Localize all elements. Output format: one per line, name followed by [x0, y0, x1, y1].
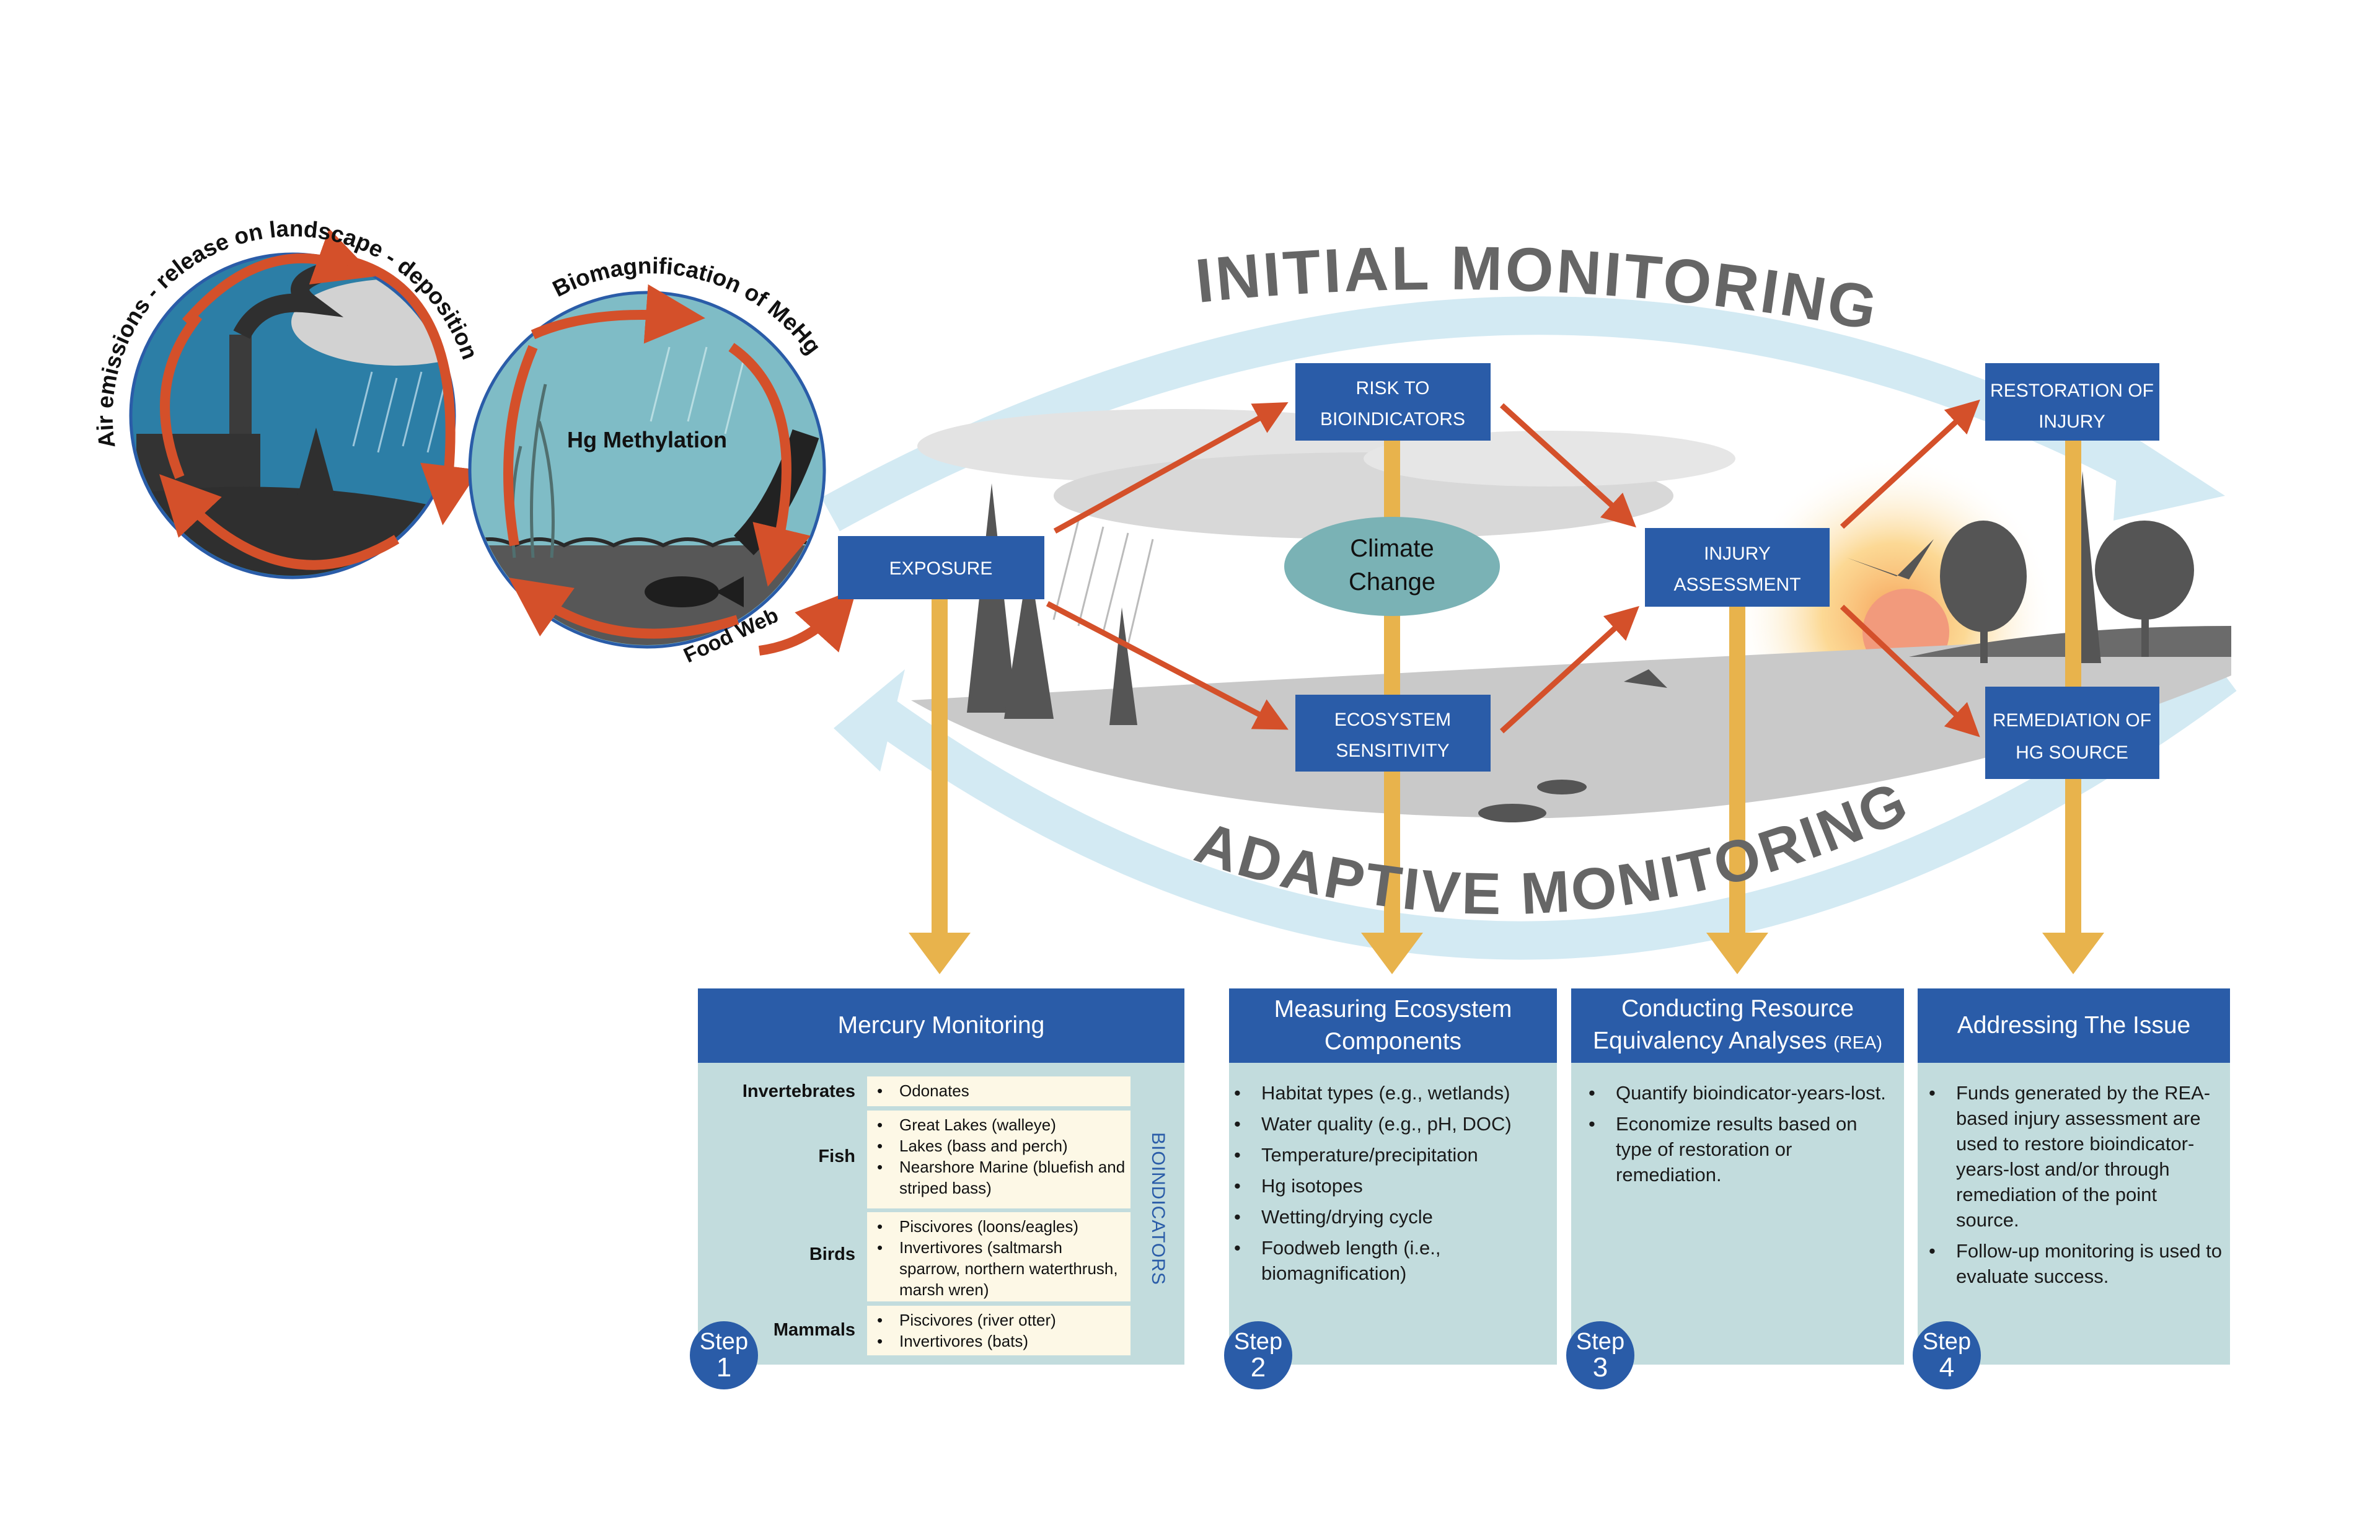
- list-item: Funds generated by the REA-based injury …: [1924, 1080, 2223, 1233]
- list-item: Habitat types (e.g., wetlands): [1229, 1080, 1549, 1106]
- arrow-ecosystem-to-injury: [1499, 605, 1639, 734]
- list-item: Invertivores (saltmarsh sparrow, norther…: [867, 1237, 1126, 1300]
- list-item: Follow-up monitoring is used to evaluate…: [1924, 1238, 2223, 1289]
- climate-change-ellipse: Climate Change: [1284, 517, 1500, 616]
- arrow-to-step-1: [909, 599, 971, 974]
- arrow-to-step-3: [1706, 607, 1768, 974]
- exposure-box[interactable]: EXPOSURE: [838, 536, 1044, 599]
- svg-text:INJURY: INJURY: [2038, 411, 2105, 432]
- list-item: Piscivores (river otter): [867, 1309, 1126, 1331]
- bioindicators-side-label: BIOINDICATORS: [1148, 1132, 1168, 1285]
- list-item: Odonates: [867, 1080, 1126, 1101]
- svg-text:Climate: Climate: [1350, 535, 1434, 562]
- svg-text:BIOINDICATORS: BIOINDICATORS: [1320, 409, 1465, 429]
- injury-assessment-box[interactable]: INJURY ASSESSMENT: [1645, 528, 1830, 607]
- arrow-risk-to-injury: [1499, 403, 1636, 528]
- arrow-injury-to-remediation: [1840, 604, 1980, 737]
- list-item: Wetting/drying cycle: [1229, 1204, 1549, 1230]
- list-item: Hg isotopes: [1229, 1173, 1549, 1199]
- arrow-injury-to-restoration: [1840, 399, 1980, 529]
- list-item: Economize results based on type of resto…: [1584, 1111, 1897, 1187]
- row-label-invertebrates: Invertebrates: [742, 1081, 855, 1101]
- arrow-exposure-to-ecosystem: [1046, 601, 1289, 730]
- bioindicator-box-birds: Piscivores (loons/eagles) Invertivores (…: [867, 1212, 1130, 1301]
- svg-text:EXPOSURE: EXPOSURE: [889, 558, 993, 579]
- row-label-birds: Birds: [809, 1244, 855, 1264]
- svg-text:RISK TO: RISK TO: [1356, 378, 1430, 398]
- bioindicator-box-invertebrates: Odonates: [867, 1076, 1130, 1106]
- food-web-arrow: [758, 588, 857, 656]
- bioindicator-box-fish: Great Lakes (walleye) Lakes (bass and pe…: [867, 1111, 1130, 1208]
- list-item: Great Lakes (walleye): [867, 1114, 1126, 1135]
- panel-title: Addressing The Issue: [1918, 988, 2230, 1063]
- risk-to-bioindicators-box[interactable]: RISK TO BIOINDICATORS: [1295, 363, 1491, 441]
- svg-text:ASSESSMENT: ASSESSMENT: [1673, 574, 1800, 595]
- list-item: Nearshore Marine (bluefish and striped b…: [867, 1156, 1126, 1199]
- ecosystem-sensitivity-box[interactable]: ECOSYSTEM SENSITIVITY: [1295, 695, 1491, 772]
- list-item: Quantify bioindicator-years-lost.: [1584, 1080, 1897, 1106]
- row-label-fish: Fish: [818, 1146, 855, 1166]
- hg-methylation-label: Hg Methylation: [567, 427, 727, 452]
- adaptive-monitoring-band: [834, 660, 2237, 960]
- list-item: Lakes (bass and perch): [867, 1135, 1126, 1156]
- list-item: Invertivores (bats): [867, 1331, 1126, 1352]
- flow-arrows: [1046, 399, 1980, 737]
- step-arrows: [909, 441, 2104, 974]
- arrow-exposure-to-risk: [1053, 402, 1289, 534]
- list-item: Piscivores (loons/eagles): [867, 1216, 1126, 1237]
- landscape-illustration: [911, 409, 2231, 822]
- bioindicator-box-mammals: Piscivores (river otter) Invertivores (b…: [867, 1306, 1130, 1355]
- svg-text:SENSITIVITY: SENSITIVITY: [1336, 741, 1449, 761]
- svg-text:REMEDIATION OF: REMEDIATION OF: [1993, 710, 2151, 731]
- svg-text:INJURY: INJURY: [1704, 543, 1771, 564]
- list-item: Water quality (e.g., pH, DOC): [1229, 1111, 1549, 1137]
- svg-text:ECOSYSTEM: ECOSYSTEM: [1334, 710, 1451, 730]
- addressing-issue-panel: Addressing The Issue Funds generated by …: [1918, 988, 2230, 1365]
- svg-text:RESTORATION OF: RESTORATION OF: [1990, 381, 2154, 401]
- atmospheric-cycle-circle: [129, 228, 480, 579]
- remediation-of-hg-source-box[interactable]: REMEDIATION OF HG SOURCE: [1985, 687, 2159, 779]
- panel-title: Mercury Monitoring: [698, 988, 1184, 1063]
- list-item: Temperature/precipitation: [1229, 1142, 1549, 1168]
- restoration-of-injury-box[interactable]: RESTORATION OF INJURY: [1985, 363, 2159, 441]
- list-item: Foodweb length (i.e., biomagnification): [1229, 1235, 1549, 1286]
- svg-text:HG SOURCE: HG SOURCE: [2016, 742, 2128, 763]
- panel-title-text: Mercury Monitoring: [837, 1012, 1045, 1039]
- svg-text:Change: Change: [1349, 568, 1435, 596]
- row-label-mammals: Mammals: [773, 1320, 855, 1340]
